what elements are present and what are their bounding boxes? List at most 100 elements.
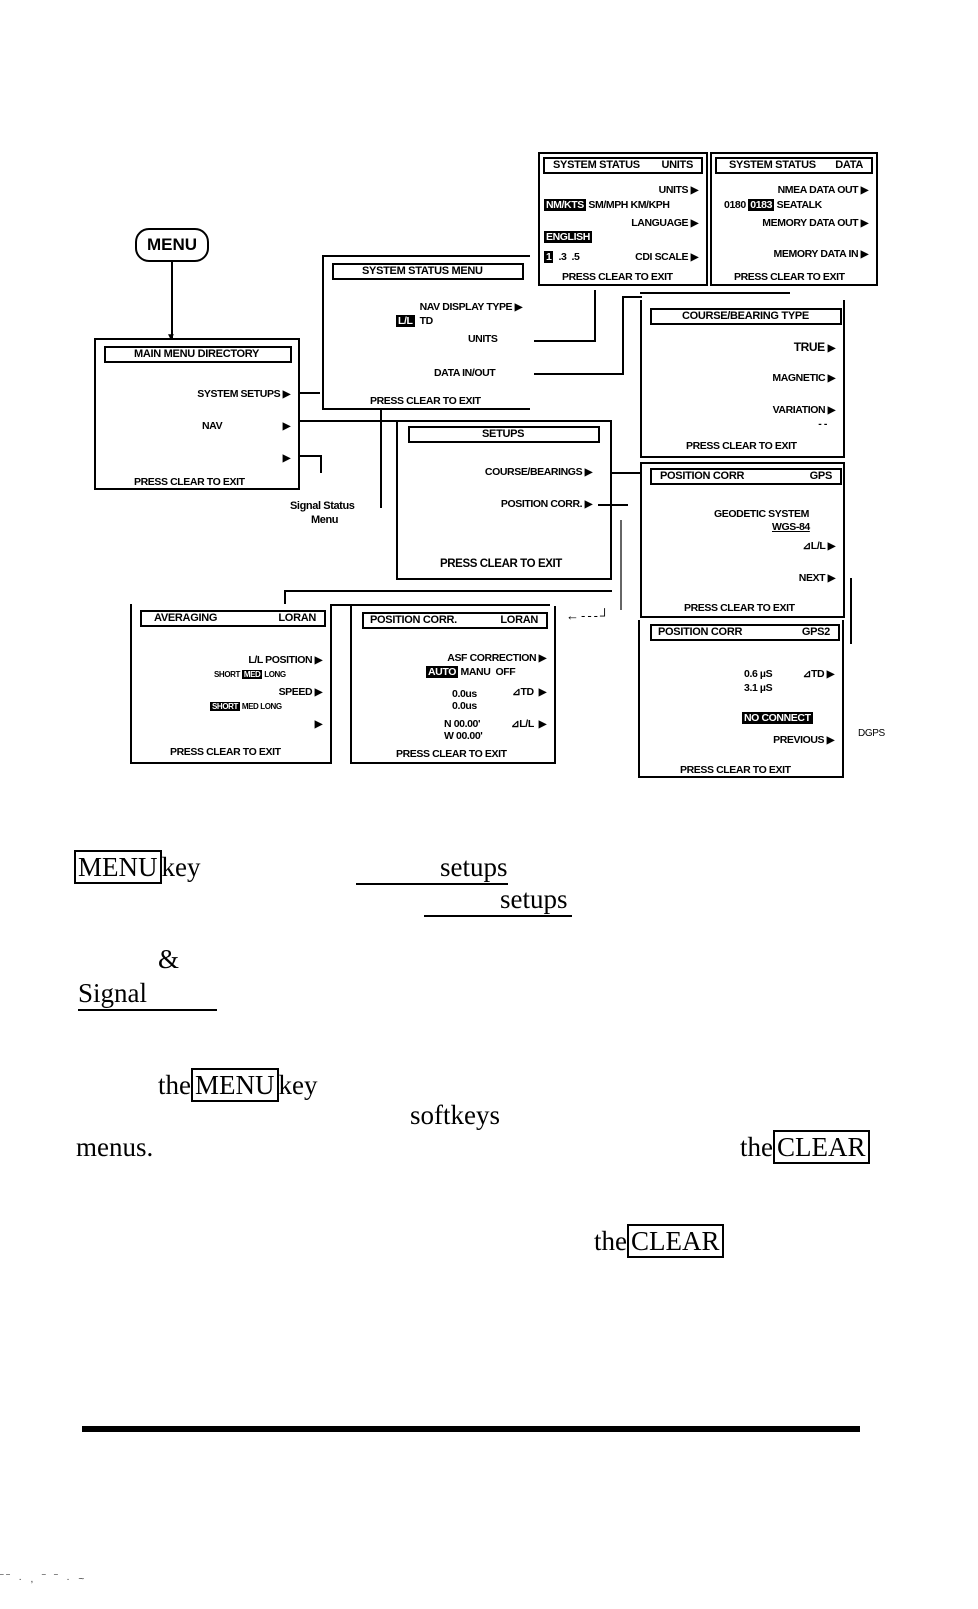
speed-options[interactable]: SHORT MED LONG (210, 702, 282, 711)
divider (640, 616, 845, 618)
main-menu-panel: MAIN MENU DIRECTORY SYSTEM SETUPS ▶ NAV … (94, 338, 300, 488)
course-bearings-item[interactable]: COURSE/BEARINGS ▶ (484, 466, 593, 478)
memory-out-item[interactable]: MEMORY DATA OUT ▶ (762, 217, 868, 229)
units-item[interactable]: UNITS ▶ (658, 184, 699, 196)
connector-line (284, 590, 286, 604)
language-item[interactable]: LANGUAGE ▶ (631, 217, 698, 229)
divider (94, 488, 300, 490)
variation-item[interactable]: VARIATION ▶ (772, 404, 836, 416)
panel-title: POSITION CORR GPS2 (650, 624, 840, 641)
exit-hint: PRESS CLEAR TO EXIT (440, 558, 562, 570)
lon-value: W 00.00' (444, 730, 483, 742)
panel-title: COURSE/BEARING TYPE (650, 308, 842, 325)
menu-key[interactable]: MENU (135, 228, 209, 262)
english-option[interactable]: ENGLISH (544, 231, 592, 243)
text-fragment: Signal (78, 978, 218, 1011)
unit-options[interactable]: NM/KTS SM/MPH KM/KPH (544, 199, 670, 211)
exit-hint: PRESS CLEAR TO EXIT (562, 271, 673, 283)
variation-value: - - (818, 418, 827, 430)
panel-title: POSITION CORR. LORAN (362, 612, 548, 629)
data-item[interactable]: DATA IN/OUT (434, 367, 496, 379)
nmea-options[interactable]: 0180 0183 SEATALK (724, 199, 822, 211)
scan-artifact: ‾‾ · , ‾ ‾ · ~ (0, 1574, 88, 1585)
next-item[interactable]: NEXT ▶ (798, 572, 836, 584)
exit-hint: PRESS CLEAR TO EXIT (396, 748, 507, 760)
exit-hint: PRESS CLEAR TO EXIT (684, 602, 795, 614)
text-fragment: menus. (76, 1132, 154, 1162)
nav-arrow-icon[interactable]: ▶ (282, 421, 291, 432)
magnetic-item[interactable]: MAGNETIC ▶ (772, 372, 835, 384)
signal-status-label: Signal Status (290, 500, 355, 512)
footer-rule (82, 1426, 860, 1432)
signal-status-label: Menu (311, 514, 339, 526)
connector-line (130, 604, 550, 606)
connector-line (300, 392, 320, 394)
system-status-data-panel: SYSTEM STATUS DATA NMEA DATA OUT ▶ 0180 … (710, 152, 878, 286)
menu-key-label: MENU (74, 850, 162, 884)
connector-line (622, 296, 624, 375)
clear-key-label: CLEAR (773, 1130, 870, 1164)
bracket-line (850, 578, 852, 644)
exit-hint: PRESS CLEAR TO EXIT (680, 764, 791, 776)
delta-td-item[interactable]: ⊿TD ▶ (802, 668, 835, 680)
td-value: 0.0us (452, 688, 477, 700)
asf-item[interactable]: ASF CORRECTION ▶ (447, 652, 546, 664)
menu-key-label: MENU (191, 1068, 279, 1102)
geodetic-value[interactable]: WGS-84 (772, 521, 810, 533)
delta-td-item[interactable]: ⊿TD ▶ (512, 686, 546, 698)
speed-item[interactable]: SPEED ▶ (278, 686, 323, 698)
dgps-label: DGPS (858, 728, 885, 739)
position-loran-panel: POSITION CORR. LORAN ASF CORRECTION ▶ AU… (350, 606, 556, 764)
connector-line (300, 455, 322, 457)
signal-arrow-icon[interactable]: ▶ (282, 453, 291, 464)
panel-title: SYSTEM STATUS UNITS (543, 157, 703, 174)
exit-hint: PRESS CLEAR TO EXIT (370, 395, 481, 407)
asf-options[interactable]: AUTO MANU OFF (426, 666, 516, 678)
position-corr-item[interactable]: POSITION CORR. ▶ (500, 498, 593, 510)
delta-ll-item[interactable]: ⊿L/L ▶ (510, 718, 547, 730)
nmea-item[interactable]: NMEA DATA OUT ▶ (777, 184, 869, 196)
cdi-options[interactable]: 1 .3 .5 (544, 251, 580, 263)
next-arrow-icon[interactable]: ▶ (314, 719, 323, 730)
connector-line (171, 262, 173, 338)
connector-line (300, 420, 612, 422)
ll-position-item[interactable]: L/L POSITION ▶ (248, 654, 322, 666)
td-value: 0.6 µS (744, 668, 773, 680)
position-gps-panel: POSITION CORR GPS GEODETIC SYSTEM WGS-84… (640, 462, 845, 618)
td-value: 3.1 µS (744, 682, 773, 694)
system-status-menu-panel: SYSTEM STATUS MENU NAV DISPLAY TYPE ▶ L/… (322, 255, 530, 410)
connector-line (380, 408, 382, 508)
units-item[interactable]: UNITS (468, 333, 498, 345)
position-gps2-panel: POSITION CORR GPS2 0.6 µS 3.1 µS ⊿TD ▶ N… (638, 620, 844, 778)
nav-display-options[interactable]: L/L TD (396, 315, 433, 327)
memory-in-item[interactable]: MEMORY DATA IN ▶ (773, 248, 869, 260)
clear-key-label: CLEAR (627, 1224, 724, 1258)
averaging-panel: AVERAGING LORAN L/L POSITION ▶ SHORT MED… (130, 604, 332, 764)
connector-line (598, 504, 628, 506)
arrow-down-icon: ▼ (166, 332, 176, 343)
divider (322, 408, 530, 410)
exit-hint: PRESS CLEAR TO EXIT (734, 271, 845, 283)
text-fragment: & (158, 944, 180, 974)
dgps-status[interactable]: NO CONNECT (742, 712, 813, 724)
ll-position-options[interactable]: SHORT MED LONG (214, 670, 286, 679)
delta-ll-item[interactable]: ⊿L/L ▶ (802, 540, 835, 552)
panel-title: MAIN MENU DIRECTORY (104, 346, 292, 363)
connector-line (622, 296, 642, 298)
system-status-units-panel: SYSTEM STATUS UNITS UNITS ▶ NM/KTS SM/MP… (538, 152, 708, 286)
panel-title: POSITION CORR GPS (650, 468, 842, 485)
previous-item[interactable]: PREVIOUS ▶ (773, 734, 834, 746)
cdi-scale-item[interactable]: CDI SCALE ▶ (635, 251, 698, 263)
panel-title: SYSTEM STATUS DATA (715, 157, 873, 174)
connector-line (284, 590, 612, 592)
nav-display-item[interactable]: NAV DISPLAY TYPE ▶ (419, 301, 523, 313)
true-item[interactable]: TRUE ▶ (793, 340, 836, 354)
nav-item[interactable]: NAV (202, 420, 223, 432)
system-setups-item[interactable]: SYSTEM SETUPS ▶ (197, 388, 290, 400)
connector-line (320, 455, 322, 473)
connector-line (594, 290, 596, 342)
panel-title: SETUPS (408, 426, 600, 443)
